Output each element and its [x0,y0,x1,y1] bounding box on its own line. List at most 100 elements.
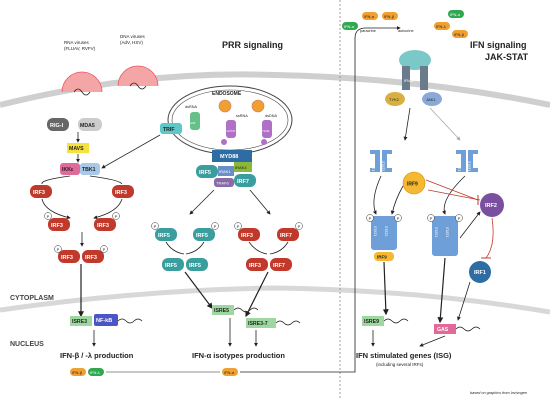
svg-text:IRF3: IRF3 [97,223,109,229]
svg-text:ISRE5: ISRE5 [214,308,229,314]
dna-strand-2 [233,307,259,313]
svg-text:IRF3: IRF3 [241,233,253,239]
ifnl-bottom: IFN-λ [88,368,104,376]
svg-text:IRF3: IRF3 [51,223,63,229]
svg-text:MDA5: MDA5 [80,123,95,129]
traf6-node: TRAF6 [214,178,234,187]
ifn-a-output: IFN-α isotypes production [192,351,285,360]
svg-text:IFN-λ: IFN-λ [90,370,100,375]
nucleus-label: NUCLEUS [10,341,44,348]
svg-text:TLR7/8: TLR7/8 [225,129,235,133]
irf5-left: IRF5 P [151,222,177,241]
dsdna-label: dsDNA [265,114,277,118]
svg-text:IFN-β: IFN-β [384,14,395,19]
nfkb-node: NF-kB [94,314,118,326]
svg-text:TBK1: TBK1 [82,167,96,173]
svg-text:TLR3: TLR3 [188,121,196,125]
dna-virus-examples: (AdV, HSV) [120,40,143,45]
svg-text:MYD88: MYD88 [220,154,238,160]
irf1-node: IRF1 [469,261,491,283]
trif-node: TRIF [160,123,182,134]
ifn-bl-output: IFN-β / -λ production [60,351,134,360]
virus-particle-2 [251,99,265,113]
dsrna-label: dsRNA [185,105,197,109]
tbk1-node: TBK1 [80,163,100,175]
ifnl-top-right: IFN-λ [434,22,450,30]
stat-pair-1: STAT1 STAT2 [370,150,392,172]
myd88-node: MYD88 [212,150,252,162]
svg-text:IRF3: IRF3 [61,255,73,261]
svg-text:TRAF6: TRAF6 [216,181,229,186]
svg-text:IFN-λ: IFN-λ [436,24,446,29]
nuclear-membrane [0,285,550,315]
irak1-node: IRAK1 [218,166,234,176]
isre3-7-promoter: ISRE3-7 [246,318,276,328]
svg-text:P: P [298,224,301,229]
svg-text:TRIF: TRIF [163,127,175,133]
svg-text:STAT1: STAT1 [373,226,377,236]
svg-text:IRF9: IRF9 [407,182,418,188]
irf5-dimer: IRF5 IRF5 [162,258,208,271]
dna-strand-4 [383,318,409,324]
irf3-p-right: IRF3 P [94,212,120,231]
svg-text:P: P [57,247,60,252]
ifnb-bottom: IFN-β [70,368,86,376]
svg-text:P: P [237,224,240,229]
svg-text:IFN-α: IFN-α [450,12,461,17]
ikke-node: IKKε [60,163,80,175]
svg-text:P: P [369,216,372,221]
svg-text:P: P [430,216,433,221]
ifna-bottom: IFN-α [222,368,238,376]
irf2-node: IRF2 [480,193,504,217]
irf5-center: IRF5 [196,165,218,178]
jak-title: JAK-STAT [485,52,529,62]
svg-text:IFN-α: IFN-α [224,370,235,375]
isgf3-complex: STAT1 STAT2 P P IRF9 [366,214,402,261]
isre9-promoter: ISRE9 [362,316,384,326]
ifna-top-left: IFN-α [342,22,358,30]
svg-text:IFNAR: IFNAR [404,79,415,83]
prr-title: PRR signaling [222,40,283,50]
dna-strand-1 [117,318,143,324]
svg-text:NF-kB: NF-kB [96,318,112,324]
dna-virus-label: DNA viruses [120,34,146,39]
irf3-right-1: IRF3 [112,185,134,198]
svg-text:IRF3: IRF3 [115,190,127,196]
ifna-top-right: IFN-α [448,10,464,18]
tyk2-node: TYK2 [385,92,405,106]
irf3-center: IRF3 P [234,222,260,241]
svg-text:IRF3: IRF3 [249,263,261,269]
svg-text:STAT1: STAT1 [457,161,461,171]
svg-text:STAT1: STAT1 [434,227,438,237]
jak1-node: JAK1 [422,92,442,106]
rna-virus [61,71,103,96]
isre3-promoter: ISRE3 [70,316,92,326]
svg-text:IRF7: IRF7 [237,179,249,185]
svg-text:STAT1: STAT1 [467,161,471,171]
ssrna-label: ssRNA [236,114,248,118]
ifnar-receptor: IFNAR [399,50,431,90]
svg-text:ISRE3-7: ISRE3-7 [248,321,268,327]
virus-particle-1 [218,99,232,113]
svg-text:IRF3: IRF3 [33,190,45,196]
ifn-title: IFN signaling [470,40,527,50]
svg-text:P: P [154,224,157,229]
stat-pair-2: STAT1 STAT1 [456,150,478,172]
irf3-left-1: IRF3 [30,185,52,198]
irf3-p-left: IRF3 P [44,212,70,231]
svg-text:IRF7: IRF7 [273,263,285,269]
svg-text:IRF7: IRF7 [280,233,292,239]
svg-text:P: P [47,214,50,219]
footer-credit: based on graphics from Invivogen [470,391,527,395]
svg-text:STAT1: STAT1 [445,227,449,237]
svg-text:IRAK4: IRAK4 [235,165,247,170]
rna-virus-examples: (FLUAV, RVFV) [64,46,96,51]
svg-text:P: P [214,224,217,229]
svg-text:IRF3: IRF3 [85,255,97,261]
svg-text:IRAK1: IRAK1 [219,169,231,174]
svg-text:IRF5: IRF5 [158,233,170,239]
paracrine-label: paracrine [360,29,376,33]
isg-output: IFN stimulated genes (ISG) [356,351,452,360]
